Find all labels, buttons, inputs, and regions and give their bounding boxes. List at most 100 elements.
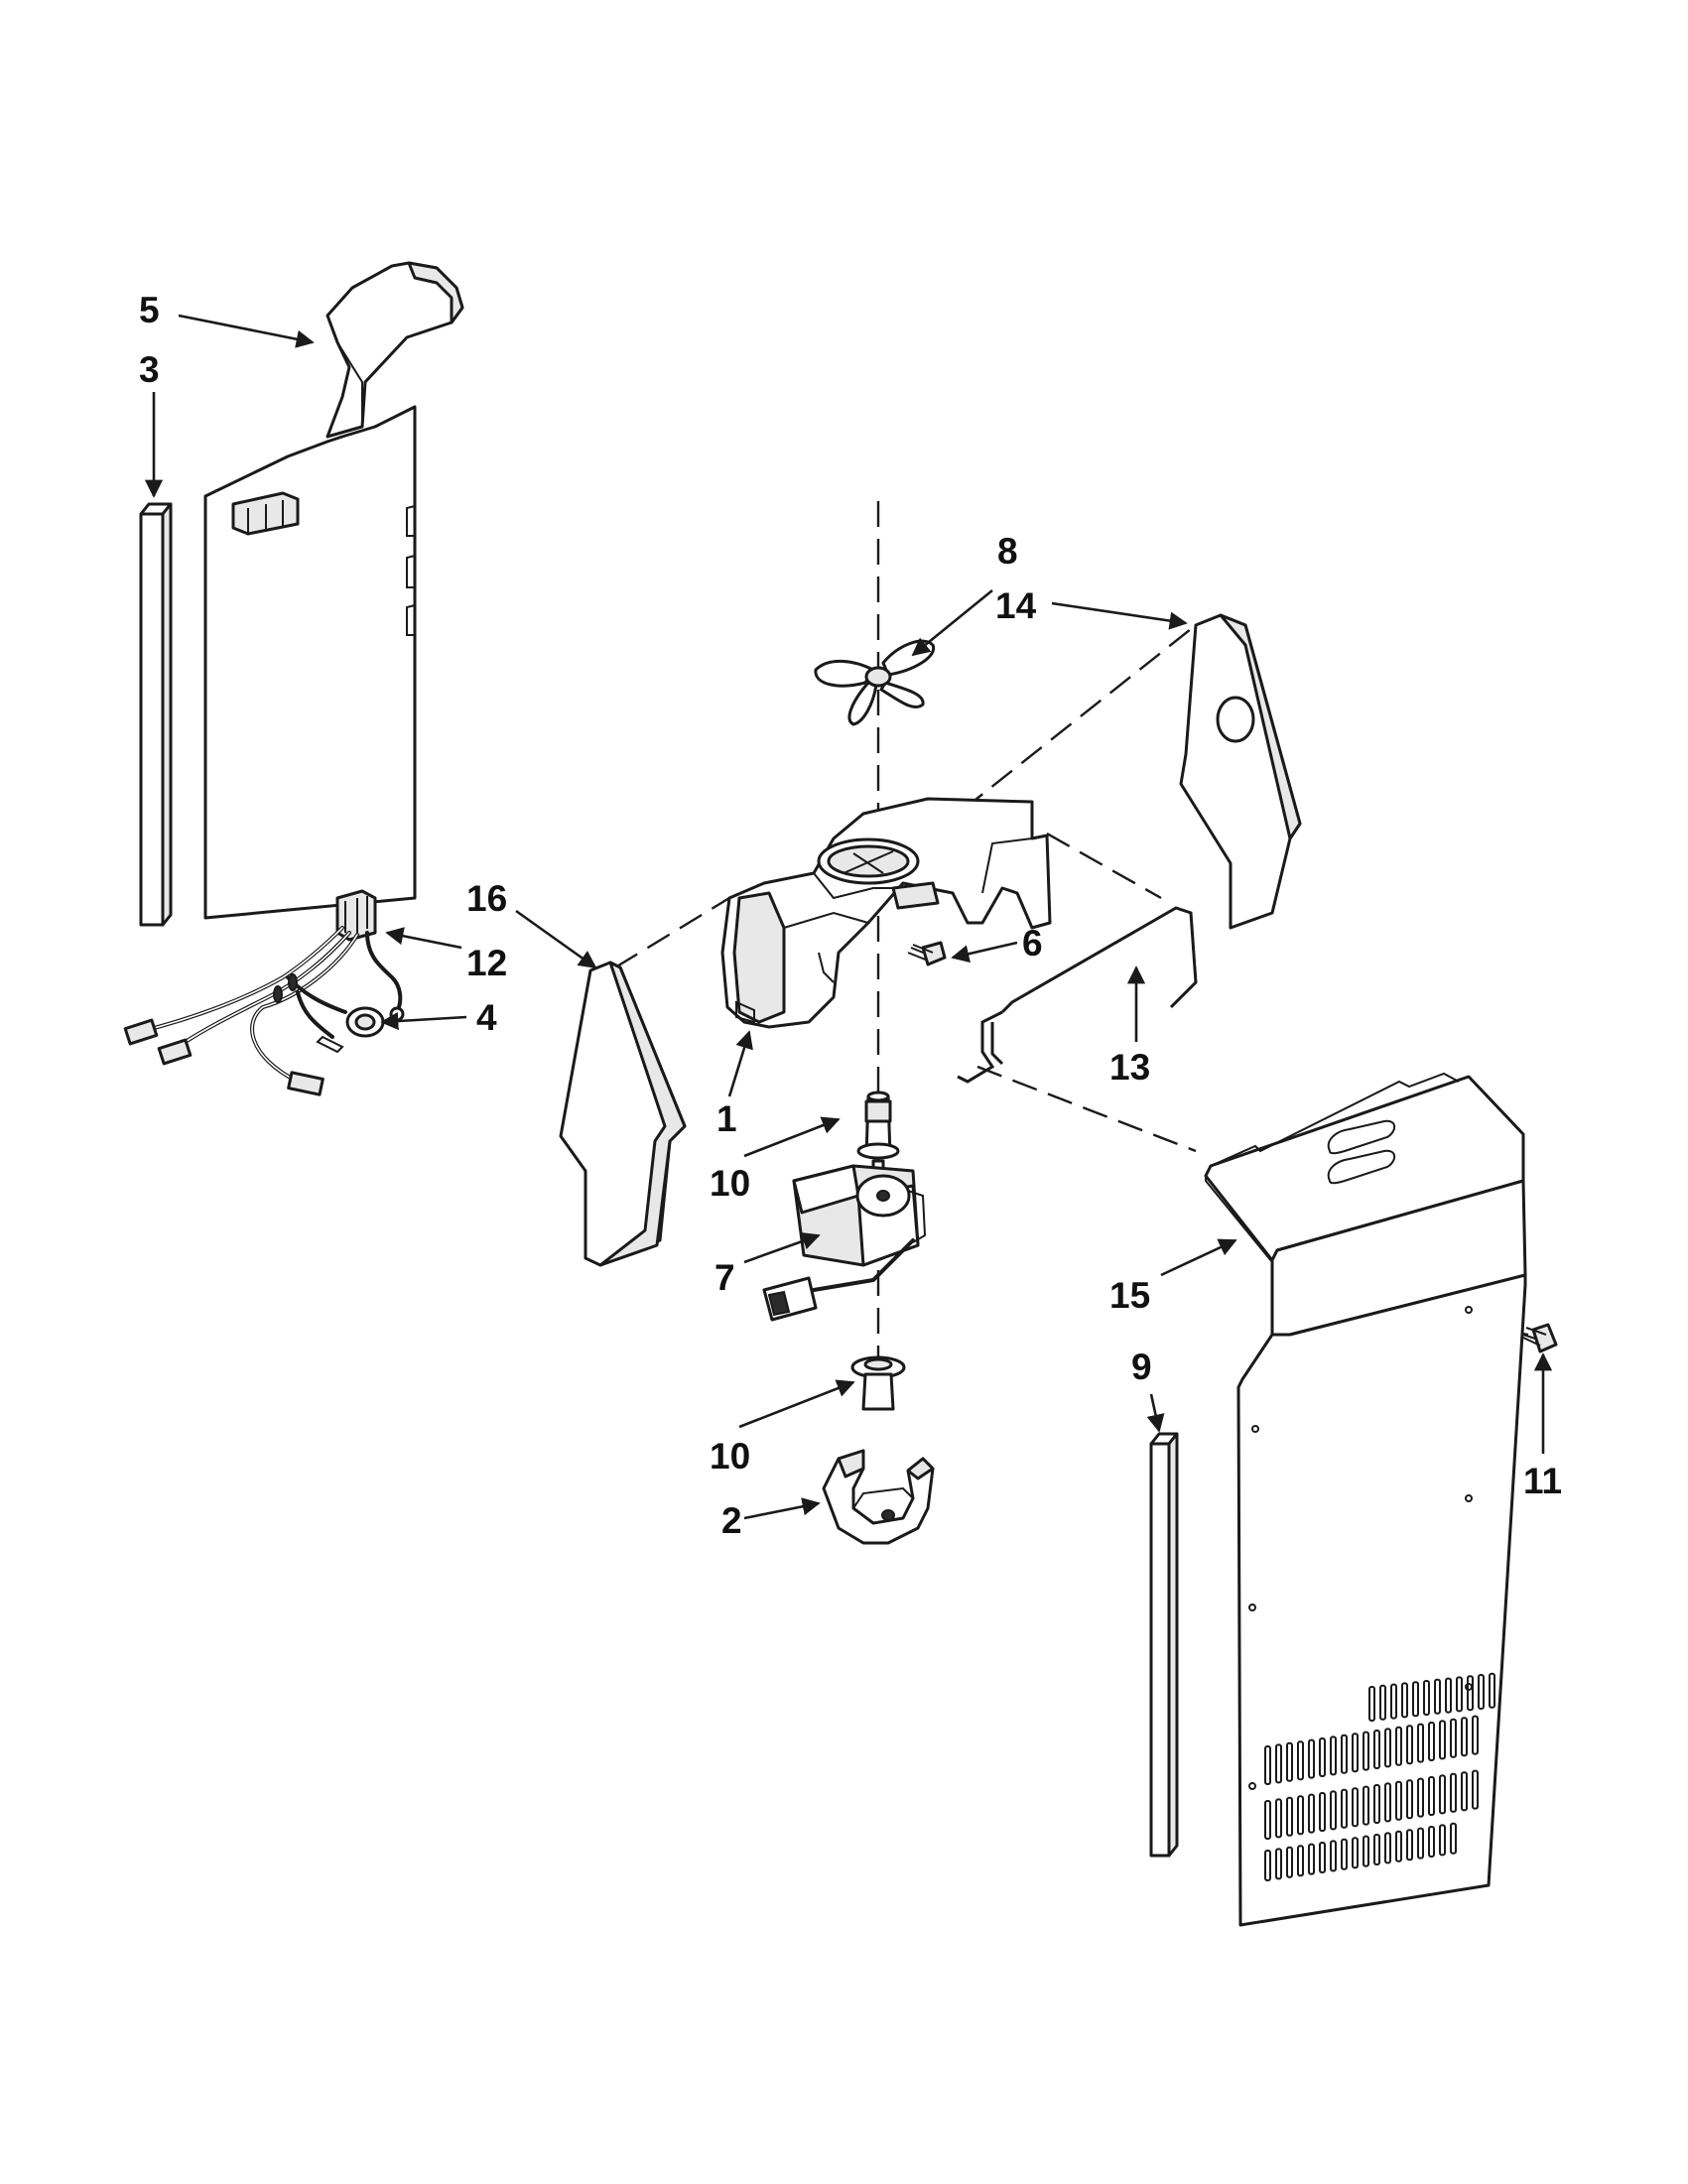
callout-14: 15 <box>1109 1275 1150 1316</box>
callout-3: 3 <box>139 349 160 390</box>
vent-slot <box>1428 1826 1435 1858</box>
callout-1: 1 <box>716 1098 737 1139</box>
air-duct-panel <box>203 261 464 920</box>
screw-cover <box>1522 1323 1558 1353</box>
vent-slot <box>1423 1680 1430 1716</box>
wire-grommet <box>345 1006 385 1038</box>
vent-slot <box>1439 1824 1446 1857</box>
vent-slot <box>1297 1795 1304 1836</box>
vent-slot <box>1264 1745 1271 1785</box>
vent-slot <box>1363 1785 1369 1826</box>
vent-slot <box>1330 1840 1337 1872</box>
vent-slot <box>1417 1777 1424 1818</box>
callout-2: 2 <box>721 1500 742 1541</box>
callout-13: 13 <box>1109 1047 1150 1088</box>
callout-7: 7 <box>714 1257 735 1298</box>
callout-8: 8 <box>997 531 1018 572</box>
vent-slot <box>1384 1832 1391 1864</box>
left-gasket-strip <box>139 502 173 927</box>
vent-slot <box>1308 1793 1315 1834</box>
vent-slot <box>1395 1726 1402 1766</box>
left-side-baffle <box>559 961 687 1267</box>
vent-slot <box>1406 1829 1413 1862</box>
vent-slot <box>1286 1846 1293 1878</box>
vent-slot <box>1439 1720 1446 1760</box>
wire-bracket <box>957 906 1198 1084</box>
vent-slot <box>1472 1769 1479 1810</box>
vent-slot <box>1341 1788 1348 1829</box>
vent-slot <box>1428 1776 1435 1816</box>
vent-slot <box>1467 1675 1474 1712</box>
callout-leaders <box>144 314 1553 1520</box>
vent-slot <box>1319 1737 1326 1777</box>
evaporator-cover <box>1204 1072 1527 1927</box>
vent-slot <box>1275 1798 1282 1839</box>
vent-slot <box>1417 1723 1424 1763</box>
motor-grommet-upper <box>856 1091 900 1160</box>
vent-slot <box>1308 1843 1315 1875</box>
wire-harness <box>123 889 405 1096</box>
vent-slot <box>1379 1684 1386 1721</box>
callout-11: 11 <box>1523 1461 1562 1501</box>
vent-slot <box>1450 1718 1457 1758</box>
vent-slot <box>1341 1838 1348 1870</box>
vent-slot <box>1286 1741 1293 1782</box>
vent-slot <box>1275 1743 1282 1784</box>
callout-9: 9 <box>1131 1347 1152 1387</box>
vent-slot <box>1275 1848 1282 1880</box>
vent-slot <box>1363 1731 1369 1771</box>
callout-12: 12 <box>466 943 507 983</box>
callout-10-lower: 10 <box>710 1436 750 1477</box>
vent-slot <box>1401 1682 1408 1719</box>
vent-slot <box>1472 1715 1479 1755</box>
vent-slot <box>1439 1774 1446 1815</box>
vent-slot <box>1319 1792 1326 1832</box>
vent-slot <box>1417 1827 1424 1860</box>
callout-labels: 5 3 8 14 16 6 12 4 13 1 10 7 15 9 10 11 … <box>139 290 1562 1541</box>
callout-4: 4 <box>476 997 497 1038</box>
motor-grommet-lower <box>850 1355 906 1411</box>
vent-slot <box>1445 1677 1452 1714</box>
fan-shroud-housing <box>720 797 1052 1029</box>
vent-slot <box>1384 1782 1391 1823</box>
vent-slot <box>1297 1845 1304 1877</box>
callout-5: 5 <box>139 290 160 330</box>
screw-shroud <box>907 941 947 966</box>
callout-16: 16 <box>466 878 507 919</box>
vent-slot <box>1456 1676 1463 1713</box>
vent-slot <box>1428 1722 1435 1761</box>
evaporator-fan-motor <box>762 1159 927 1322</box>
vent-slot <box>1352 1837 1359 1869</box>
vent-slot <box>1450 1822 1457 1855</box>
vent-slot <box>1373 1834 1380 1865</box>
vent-slot <box>1330 1735 1337 1776</box>
vent-slot <box>1395 1830 1402 1863</box>
vent-slot <box>1461 1771 1468 1812</box>
vent-slot <box>1461 1717 1468 1757</box>
vent-slot <box>1352 1733 1359 1773</box>
vent-slot <box>1368 1686 1375 1722</box>
vent-slot <box>1297 1740 1304 1781</box>
vent-slot <box>1363 1835 1369 1867</box>
cover-vents <box>1264 1672 1495 1881</box>
vent-slot <box>1352 1787 1359 1828</box>
vent-slot <box>1489 1672 1495 1709</box>
vent-slot <box>1395 1780 1402 1821</box>
vent-slot <box>1390 1683 1397 1720</box>
vent-slot <box>1264 1800 1271 1840</box>
vent-slot <box>1384 1728 1391 1768</box>
vent-slot <box>1412 1681 1419 1718</box>
vent-slot <box>1406 1725 1413 1765</box>
vent-slot <box>1286 1796 1293 1837</box>
vent-slot <box>1450 1772 1457 1813</box>
callout-15: 14 <box>995 585 1037 626</box>
right-side-baffle <box>1179 613 1302 930</box>
vent-slot <box>1308 1738 1315 1779</box>
vent-slot <box>1478 1674 1485 1710</box>
motor-bracket <box>822 1449 935 1545</box>
vent-slot <box>1319 1842 1326 1873</box>
vent-slot <box>1373 1730 1380 1769</box>
vent-slot <box>1373 1784 1380 1824</box>
callout-6: 6 <box>1022 923 1043 964</box>
